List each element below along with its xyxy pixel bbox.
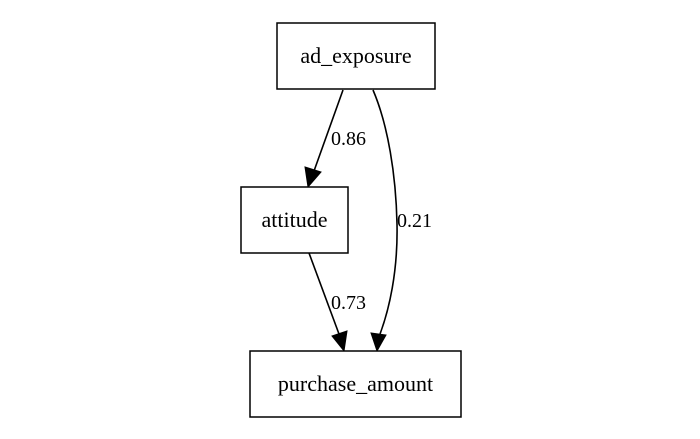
- arrow-head-purchase-amount-left: [331, 330, 348, 353]
- edge-label-073: 0.73: [331, 292, 366, 314]
- node-attitude: attitude: [240, 186, 349, 254]
- node-label-attitude: attitude: [262, 207, 328, 232]
- edge-line-attitude-to-purchase-amount: [308, 252, 340, 335]
- edge-label-086: 0.86: [331, 128, 366, 150]
- node-label-ad-exposure: ad_exposure: [300, 43, 411, 68]
- node-ad-exposure: ad_exposure: [276, 22, 436, 90]
- edge-label-021: 0.21: [397, 210, 432, 232]
- arrow-head-purchase-amount-right: [370, 332, 387, 353]
- node-box-purchase-amount: [249, 350, 462, 418]
- node-label-purchase-amount: purchase_amount: [278, 371, 433, 396]
- arrow-head-attitude: [304, 166, 322, 189]
- edge-line-ad-exposure-to-purchase-amount: [372, 89, 398, 335]
- node-box-ad-exposure: [276, 22, 436, 90]
- edge-ad-exposure-to-purchase-amount: 0.21: [370, 89, 432, 353]
- edge-attitude-to-purchase-amount: 0.73: [308, 252, 366, 353]
- node-purchase-amount: purchase_amount: [249, 350, 462, 418]
- edge-ad-exposure-to-attitude: 0.86: [304, 89, 366, 189]
- node-box-attitude: [240, 186, 349, 254]
- edge-line-ad-exposure-to-attitude: [313, 89, 344, 172]
